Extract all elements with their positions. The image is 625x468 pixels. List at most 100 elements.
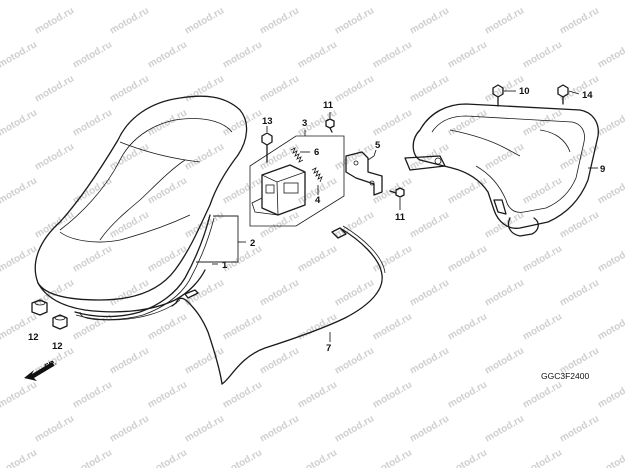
watermark-text: motod.ru [521,0,564,3]
callout-12b: 12 [52,341,63,352]
watermark-text: motod.ru [371,243,414,274]
watermark-text: motod.ru [146,379,189,410]
watermark-text: motod.ru [483,141,526,172]
watermark-text: motod.ru [71,0,114,3]
watermark-text: motod.ru [258,5,301,36]
watermark-text: motod.ru [446,311,489,342]
watermark-text: motod.ru [483,277,526,308]
watermark-text: motod.ru [0,107,39,138]
watermark-text: motod.ru [333,413,376,444]
watermark-text: motod.ru [408,277,451,308]
watermark-text: motod.ru [0,379,39,410]
watermark-text: motod.ru [371,447,414,468]
callout-12a: 12 [28,332,39,343]
watermark-text: motod.ru [333,5,376,36]
watermark-text: motod.ru [296,243,339,274]
seat-seal [74,214,215,320]
callout-3: 3 [302,118,307,129]
callout-1: 1 [222,260,228,271]
watermark-text: motod.ru [446,175,489,206]
callout-7: 7 [326,343,331,354]
watermark-text: motod.ru [71,39,114,70]
watermark-text: motod.ru [446,0,489,3]
bolt-14 [557,84,580,105]
watermark-text: motod.ru [71,243,114,274]
watermark-text: motod.ru [333,141,376,172]
seat-lock [251,164,306,216]
watermark-text: motod.ru [408,209,451,240]
watermark-text: motod.ru [258,277,301,308]
spring-6 [290,147,310,163]
watermark-text: motod.ru [408,345,451,376]
watermark-text: motod.ru [296,379,339,410]
watermark-text: motod.ru [521,311,564,342]
callout-11b: 11 [395,212,406,223]
watermark-text: motod.ru [446,243,489,274]
front-arrow [24,362,54,381]
watermark-text: motod.ru [0,141,1,172]
watermark-text: motod.ru [0,277,1,308]
watermark-text: motod.ru [0,0,39,3]
watermark-text: motod.ru [183,141,226,172]
watermark-text: motod.ru [221,311,264,342]
watermark-text: motod.ru [333,209,376,240]
watermark-text: motod.ru [521,379,564,410]
watermark-text: motod.ru [183,413,226,444]
watermark-text: motod.ru [221,39,264,70]
watermark-text: motod.ru [558,413,601,444]
watermark-text: motod.ru [558,73,601,104]
watermark-text: motod.ru [258,345,301,376]
watermark-text: motod.ru [0,175,39,206]
watermark-text: motod.ru [0,243,39,274]
watermark-text: motod.ru [558,277,601,308]
watermark-text: motod.ru [221,175,264,206]
watermark-text: motod.ru [221,107,264,138]
watermark-text: motod.ru [0,413,1,444]
watermark-text: motod.ru [221,379,264,410]
watermark-text: motod.ru [596,0,625,3]
watermark-text: motod.ru [146,447,189,468]
seat-lock-box [249,130,345,227]
watermark-text: motod.ru [446,379,489,410]
watermark-text: motod.ru [0,447,39,468]
callout-group-1-2 [196,215,246,265]
watermark-text: motod.ru [296,0,339,3]
watermark-text: motod.ru [558,209,601,240]
nut-12-lower [52,314,68,330]
watermark-text: motod.ru [0,73,1,104]
bolt-11-upper [325,112,335,133]
watermark-text: motod.ru [446,39,489,70]
watermark-text: motod.ru [33,73,76,104]
watermark-text: motod.ru [371,39,414,70]
watermark-text: motod.ru [596,311,625,342]
watermark-text: motod.ru [408,413,451,444]
watermark-text: motod.ru [71,107,114,138]
callout-14: 14 [582,90,593,101]
watermark-text: motod.ru [521,243,564,274]
watermark-text: motod.ru [521,107,564,138]
watermark-text: motod.ru [408,73,451,104]
watermark-text: motod.ru [371,311,414,342]
callout-9: 9 [600,164,605,175]
watermark-text: motod.ru [221,447,264,468]
rear-carrier [404,103,599,237]
watermark-text: motod.ru [371,0,414,3]
watermark-text: motod.ru [0,345,1,376]
watermark-text: motod.ru [146,0,189,3]
watermark-text: motod.ru [596,175,625,206]
watermark-text: motod.ru [108,413,151,444]
watermark-text: motod.ru [108,5,151,36]
watermark-text: motod.ru [0,5,1,36]
callout-5: 5 [375,140,381,151]
watermark-text: motod.ru [33,209,76,240]
callout-6: 6 [314,147,319,158]
watermark-text: motod.ru [33,413,76,444]
watermark-text: motod.ru [0,39,39,70]
bracket-5 [345,149,383,196]
watermark-text: motod.ru [146,175,189,206]
watermark-text: motod.ru [596,107,625,138]
watermark-text: motod.ru [333,73,376,104]
watermark-text: motod.ru [108,345,151,376]
bolt-13 [261,126,273,163]
